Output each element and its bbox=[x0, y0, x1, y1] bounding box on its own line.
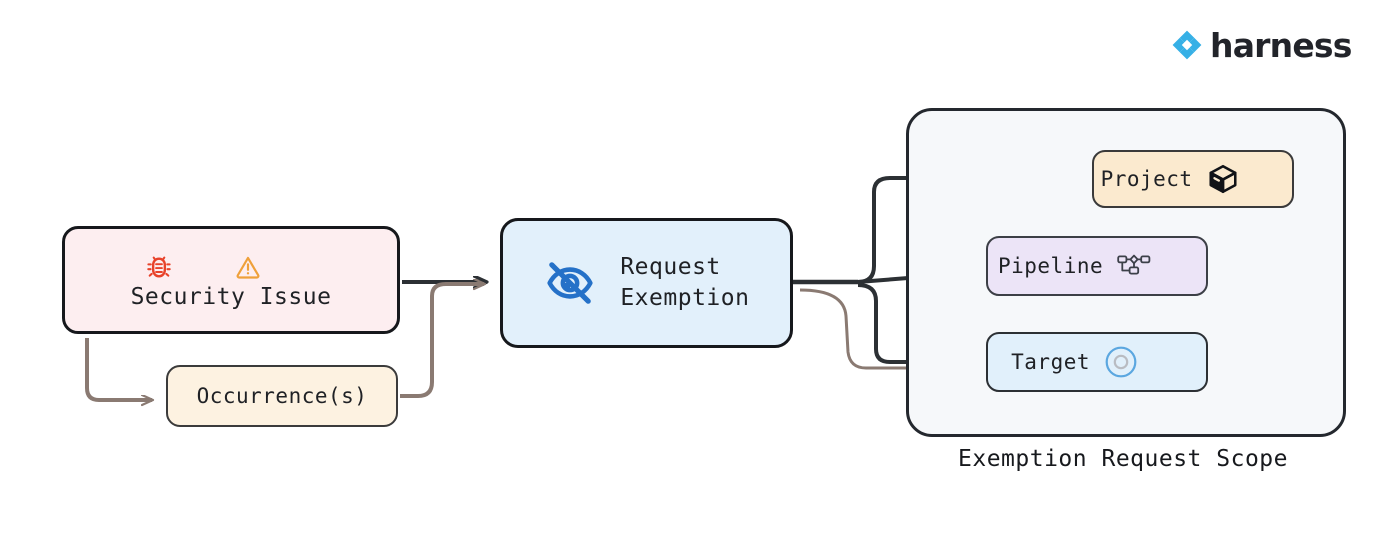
node-project[interactable]: Project bbox=[1092, 150, 1294, 208]
request-exemption-line2: Exemption bbox=[620, 285, 750, 311]
harness-wordmark: harness bbox=[1210, 25, 1352, 65]
edge-security-to-occurrences bbox=[85, 338, 152, 400]
security-issue-label: Security Issue bbox=[130, 283, 332, 310]
node-occurrences[interactable]: Occurrence(s) bbox=[166, 365, 398, 427]
target-rings-icon bbox=[1104, 297, 1183, 427]
pipeline-nodes-icon bbox=[1117, 205, 1196, 327]
harness-logo: harness bbox=[1170, 28, 1352, 62]
scope-caption: Exemption Request Scope bbox=[958, 446, 1288, 472]
node-target[interactable]: Target bbox=[986, 332, 1208, 392]
pipeline-label: Pipeline bbox=[997, 254, 1104, 278]
harness-diamond-logo-icon bbox=[1170, 28, 1204, 62]
warning-triangle-icon bbox=[235, 216, 316, 318]
request-exemption-line1: Request bbox=[620, 254, 721, 281]
node-security-issue[interactable]: Security Issue bbox=[62, 226, 400, 334]
security-issue-icons bbox=[146, 252, 315, 282]
occurrences-label: Occurrence(s) bbox=[196, 384, 368, 408]
project-label: Project bbox=[1100, 167, 1193, 191]
edge-occurrences-to-exemption bbox=[400, 284, 484, 398]
cube-icon bbox=[1207, 115, 1286, 243]
target-label: Target bbox=[1011, 350, 1090, 374]
bug-icon bbox=[146, 216, 227, 318]
node-pipeline[interactable]: Pipeline bbox=[986, 236, 1208, 296]
eye-off-icon bbox=[544, 219, 605, 347]
